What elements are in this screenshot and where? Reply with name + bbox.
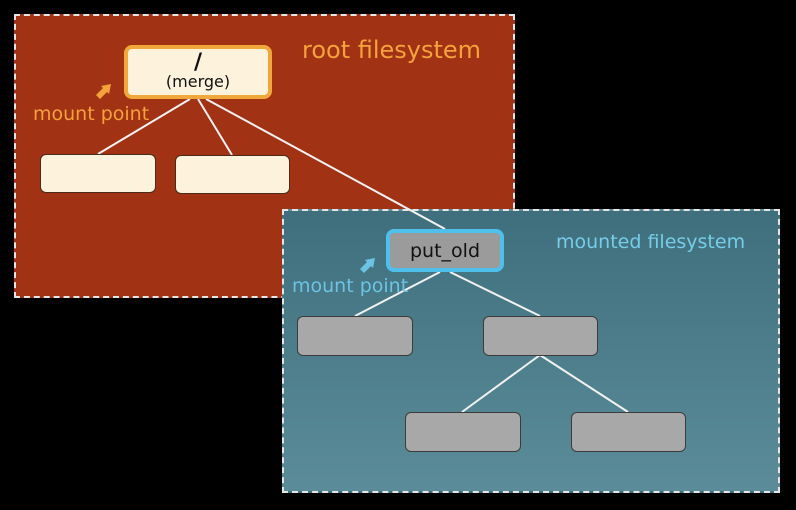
mounted-filesystem-title: mounted filesystem bbox=[556, 231, 746, 253]
put-old-node: put_old bbox=[386, 229, 504, 272]
edge-put-old-to-right-child bbox=[449, 271, 541, 317]
edge-put-old-to-left-child bbox=[354, 271, 441, 317]
mount-arrow-icon bbox=[360, 258, 375, 273]
root-mount-point-label: mount point bbox=[33, 103, 150, 125]
mounted-child-node-right bbox=[483, 316, 598, 356]
mounted-mount-point-label: mount point bbox=[292, 275, 409, 297]
edge-child-to-bottom-left bbox=[461, 354, 541, 413]
root-child-node-left bbox=[40, 154, 156, 193]
mounted-grandchild-node-right bbox=[571, 412, 686, 452]
edge-child-to-bottom-right bbox=[539, 354, 629, 413]
edge-root-to-put-old bbox=[205, 98, 446, 230]
edge-root-to-left-child bbox=[97, 98, 191, 155]
root-node-sublabel: (merge) bbox=[165, 72, 231, 91]
root-node-slash: / bbox=[193, 50, 203, 75]
root-child-node-middle bbox=[175, 155, 290, 194]
root-node: / (merge) bbox=[124, 45, 272, 99]
put-old-label: put_old bbox=[409, 239, 481, 262]
mount-arrow-icon bbox=[96, 84, 111, 99]
mounted-child-node-left bbox=[297, 316, 413, 356]
mounted-grandchild-node-left bbox=[405, 412, 521, 452]
edge-root-to-middle-child bbox=[197, 98, 233, 156]
root-filesystem-title: root filesystem bbox=[302, 36, 482, 64]
